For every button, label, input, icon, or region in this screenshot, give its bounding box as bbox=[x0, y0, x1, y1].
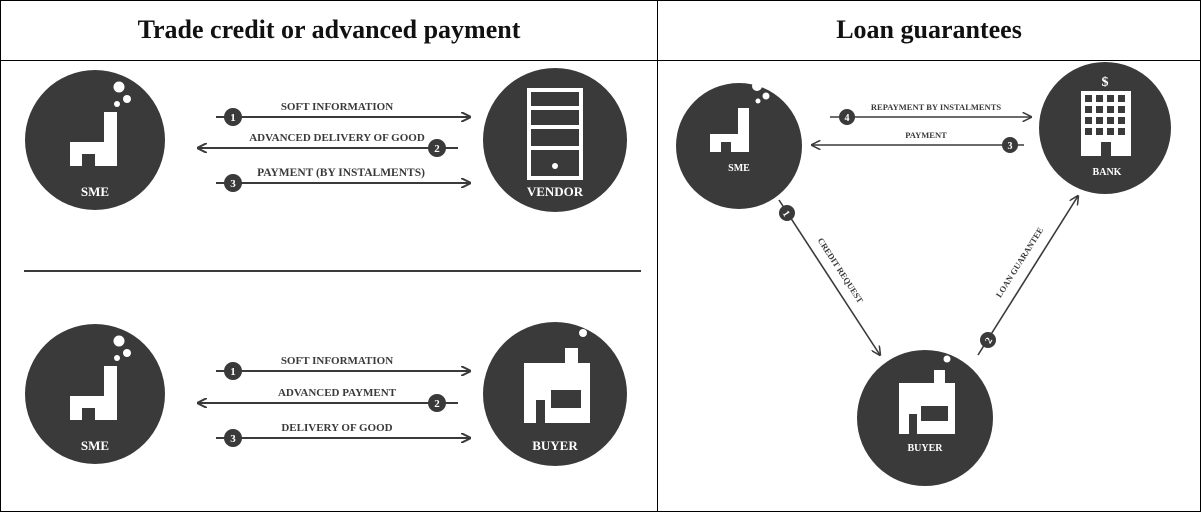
factory-icon bbox=[70, 81, 131, 166]
vendor-flow-3-label: PAYMENT (BY INSTALMENTS) bbox=[257, 167, 425, 179]
loan-flow-4-number: 4 bbox=[845, 113, 850, 124]
table-border-top bbox=[0, 0, 1201, 1]
loan-flow-1-number: 1 bbox=[780, 209, 792, 219]
cabinet-knob-icon bbox=[552, 163, 558, 169]
right-column-title: Loan guarantees bbox=[836, 15, 1022, 44]
sme-node-2: SME bbox=[25, 324, 165, 464]
loan-sme-label: SME bbox=[728, 163, 750, 174]
table-border-left bbox=[0, 0, 1, 512]
buyer-label: BUYER bbox=[532, 438, 578, 453]
loan-flow-4: 4 REPAYMENT BY INSTALMENTS bbox=[830, 102, 1031, 125]
factory-shop-icon bbox=[899, 352, 957, 434]
loan-bank-label: BANK bbox=[1093, 167, 1122, 178]
buyer-flow-1: 1 SOFT INFORMATION bbox=[216, 355, 470, 380]
diagram-loan-guarantees: SME $ BANK bbox=[676, 62, 1171, 486]
vendor-flow-1-label: SOFT INFORMATION bbox=[281, 101, 393, 113]
bank-building-icon bbox=[1081, 91, 1131, 156]
buyer-node: BUYER bbox=[483, 322, 627, 466]
vendor-flow-2: 2 ADVANCED DELIVERY OF GOOD bbox=[198, 132, 458, 157]
vendor-flow-3-number: 3 bbox=[230, 178, 236, 190]
vendor-flow-1-number: 1 bbox=[230, 112, 236, 124]
cabinet-icon bbox=[527, 88, 583, 180]
vendor-flow-2-number: 2 bbox=[434, 143, 440, 155]
loan-flow-3: 3 PAYMENT bbox=[812, 130, 1024, 153]
loan-flow-2-number: 2 bbox=[983, 336, 995, 346]
loan-flow-3-label: PAYMENT bbox=[905, 130, 947, 140]
factory-shop-icon bbox=[524, 324, 595, 423]
loan-buyer-node: BUYER bbox=[857, 350, 993, 486]
loan-flow-1: 1 CREDIT REQUEST bbox=[778, 199, 880, 355]
vendor-flow-2-label: ADVANCED DELIVERY OF GOOD bbox=[249, 132, 425, 144]
diagram-sme-buyer: SME BUYER 1 SOFT INFORMATION 2 ADVANCED … bbox=[25, 322, 627, 466]
factory-icon bbox=[70, 335, 131, 420]
left-column-title: Trade credit or advanced payment bbox=[137, 15, 521, 44]
loan-flow-2: 2 LOAN GUARANTEE bbox=[977, 196, 1078, 356]
table-header-divider bbox=[0, 60, 1201, 61]
dollar-icon: $ bbox=[1102, 75, 1109, 90]
loan-bank-node: $ BANK bbox=[1039, 62, 1171, 194]
vendor-flow-1: 1 SOFT INFORMATION bbox=[216, 101, 470, 126]
loan-flow-4-label: REPAYMENT BY INSTALMENTS bbox=[871, 102, 1001, 112]
sme-node: SME bbox=[25, 70, 165, 210]
vendor-label: VENDOR bbox=[527, 184, 584, 199]
diagram-sme-vendor: SME VENDOR 1 SOFT INFORMATION 2 A bbox=[25, 68, 627, 212]
loan-buyer-label: BUYER bbox=[907, 443, 943, 454]
vendor-flow-3: 3 PAYMENT (BY INSTALMENTS) bbox=[216, 167, 470, 192]
buyer-flow-3: 3 DELIVERY OF GOOD bbox=[216, 422, 470, 447]
loan-flow-3-number: 3 bbox=[1008, 141, 1013, 152]
buyer-flow-2-label: ADVANCED PAYMENT bbox=[278, 387, 397, 399]
buyer-flow-3-label: DELIVERY OF GOOD bbox=[281, 422, 392, 434]
buyer-flow-2-number: 2 bbox=[434, 398, 440, 410]
buyer-flow-1-label: SOFT INFORMATION bbox=[281, 355, 393, 367]
sme-label-2: SME bbox=[81, 438, 109, 453]
vendor-node: VENDOR bbox=[483, 68, 627, 212]
loan-sme-node: SME bbox=[676, 81, 802, 209]
buyer-flow-1-number: 1 bbox=[230, 366, 236, 378]
table-column-divider bbox=[657, 0, 658, 512]
buyer-flow-2: 2 ADVANCED PAYMENT bbox=[198, 387, 458, 412]
factory-icon bbox=[710, 81, 770, 152]
buyer-flow-3-number: 3 bbox=[230, 433, 236, 445]
sme-label: SME bbox=[81, 184, 109, 199]
